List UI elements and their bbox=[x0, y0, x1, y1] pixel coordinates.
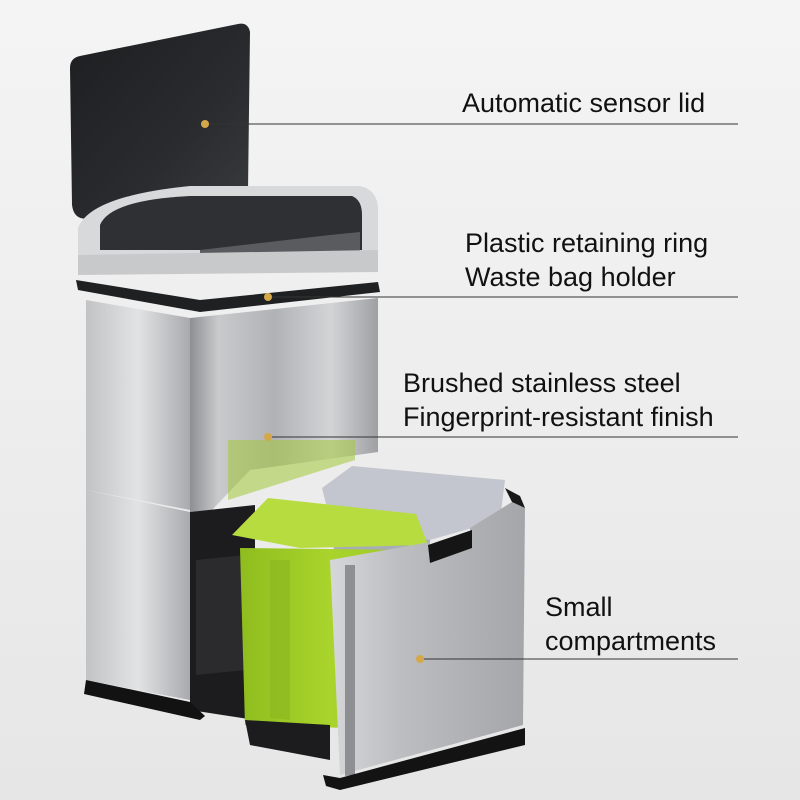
callout-line: Waste bag holder bbox=[465, 262, 676, 292]
callout-line: Brushed stainless steel bbox=[403, 368, 681, 398]
callout-line: compartments bbox=[545, 626, 717, 656]
callout-line: Plastic retaining ring bbox=[465, 228, 709, 258]
callout-small-compartments: Small compartments bbox=[545, 590, 716, 658]
callout-automatic-sensor-lid: Automatic sensor lid bbox=[462, 86, 705, 120]
marker-dot-compartments bbox=[416, 655, 424, 663]
bin-lower-cavity bbox=[84, 490, 255, 720]
leader-lines bbox=[205, 123, 738, 660]
bin-upper-body bbox=[76, 186, 380, 512]
callout-line: Automatic sensor lid bbox=[462, 88, 706, 118]
callout-retaining-ring: Plastic retaining ring Waste bag holder bbox=[465, 226, 708, 294]
callout-brushed-steel: Brushed stainless steel Fingerprint-resi… bbox=[403, 366, 714, 434]
callout-markers bbox=[201, 120, 424, 663]
callout-line: Small bbox=[545, 592, 613, 622]
marker-dot-lid bbox=[201, 120, 209, 128]
callout-line: Fingerprint-resistant finish bbox=[403, 402, 714, 432]
marker-dot-ring bbox=[264, 293, 272, 301]
marker-dot-steel bbox=[264, 433, 272, 441]
pull-out-drawer bbox=[245, 488, 525, 790]
